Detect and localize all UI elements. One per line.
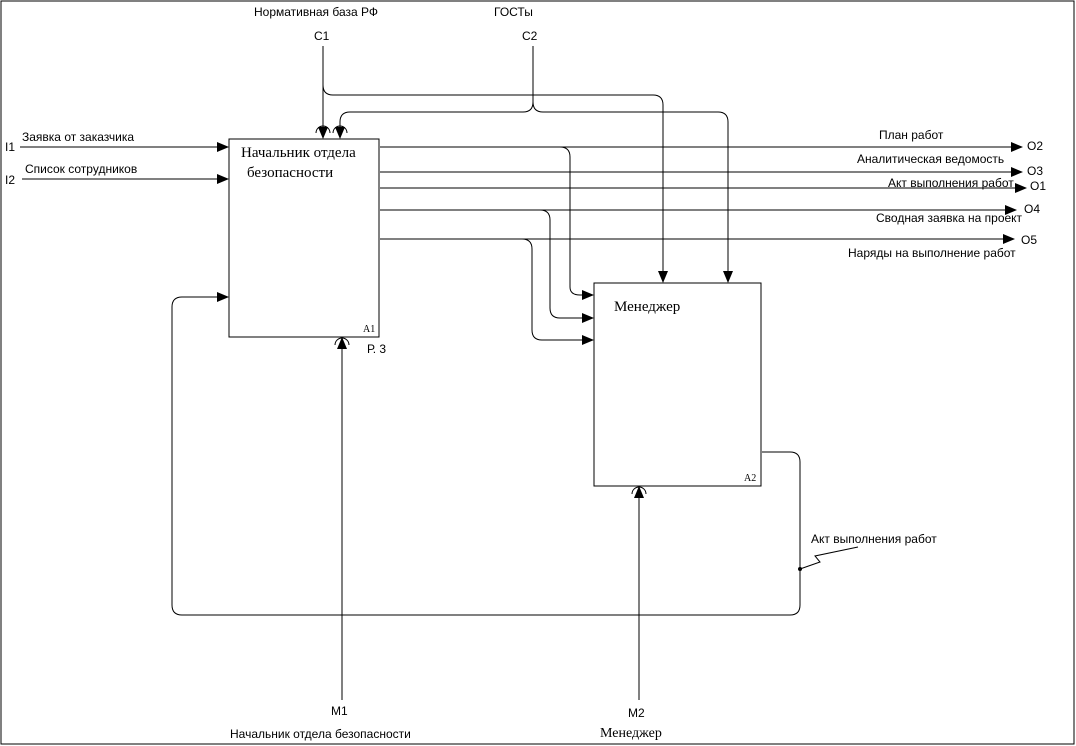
input-i1-code: I1 xyxy=(5,140,15,154)
box-a1-name-line1: Начальник отдела xyxy=(241,145,356,161)
mechanism-m1-label: Начальник отдела безопасности xyxy=(230,727,411,741)
arrow-c2[interactable] xyxy=(332,46,733,283)
mechanism-m1-code: M1 xyxy=(331,704,348,718)
control-c2-label: ГОСТы xyxy=(494,5,533,19)
control-c1-code: C1 xyxy=(314,29,330,43)
input-i2-code: I2 xyxy=(5,173,15,187)
output-o4-label: Сводная заявка на проект xyxy=(876,211,1023,225)
output-o3-label: Аналитическая ведомость xyxy=(857,152,1004,166)
output-o5-code: O5 xyxy=(1021,233,1037,247)
arrow-o5-branch-to-a2[interactable] xyxy=(521,238,594,345)
box-a1-name-line2: безопасности xyxy=(247,165,333,181)
control-c1-label: Нормативная база РФ xyxy=(254,5,378,19)
box-a1[interactable] xyxy=(228,138,380,338)
mechanism-m2-code: M2 xyxy=(628,706,645,720)
control-c2-code: C2 xyxy=(522,29,538,43)
feedback-label-squiggle xyxy=(799,546,859,570)
box-a2-name: Менеджер xyxy=(614,299,680,315)
arrow-m1[interactable] xyxy=(334,337,350,700)
output-o2-code: O2 xyxy=(1027,139,1043,153)
output-o4-code: O4 xyxy=(1024,202,1040,216)
output-o3-code: O3 xyxy=(1027,164,1043,178)
arrow-m2[interactable] xyxy=(631,486,647,700)
arrow-o4-branch-to-a2[interactable] xyxy=(539,209,594,323)
box-a2-number: А2 xyxy=(744,473,756,484)
output-o1-code: O1 xyxy=(1030,179,1046,193)
input-i1-label: Заявка от заказчика xyxy=(22,130,134,144)
box-a1-number: А1 xyxy=(363,324,375,335)
output-o1-label: Акт выполнения работ xyxy=(888,176,1014,190)
box-a1-ref: Р. 3 xyxy=(367,342,386,356)
arrow-feedback-loop[interactable] xyxy=(171,292,801,616)
mechanism-m2-label: Менеджер xyxy=(600,726,662,741)
input-i2-label: Список сотрудников xyxy=(25,162,137,176)
arrow-o2-branch-to-a2[interactable] xyxy=(559,146,594,300)
box-a2[interactable] xyxy=(593,282,762,487)
output-o2-label: План работ xyxy=(879,128,944,142)
feedback-label: Акт выполнения работ xyxy=(811,532,937,546)
output-o5-label: Наряды на выполнение работ xyxy=(848,246,1016,260)
arrow-c1[interactable] xyxy=(315,46,668,283)
